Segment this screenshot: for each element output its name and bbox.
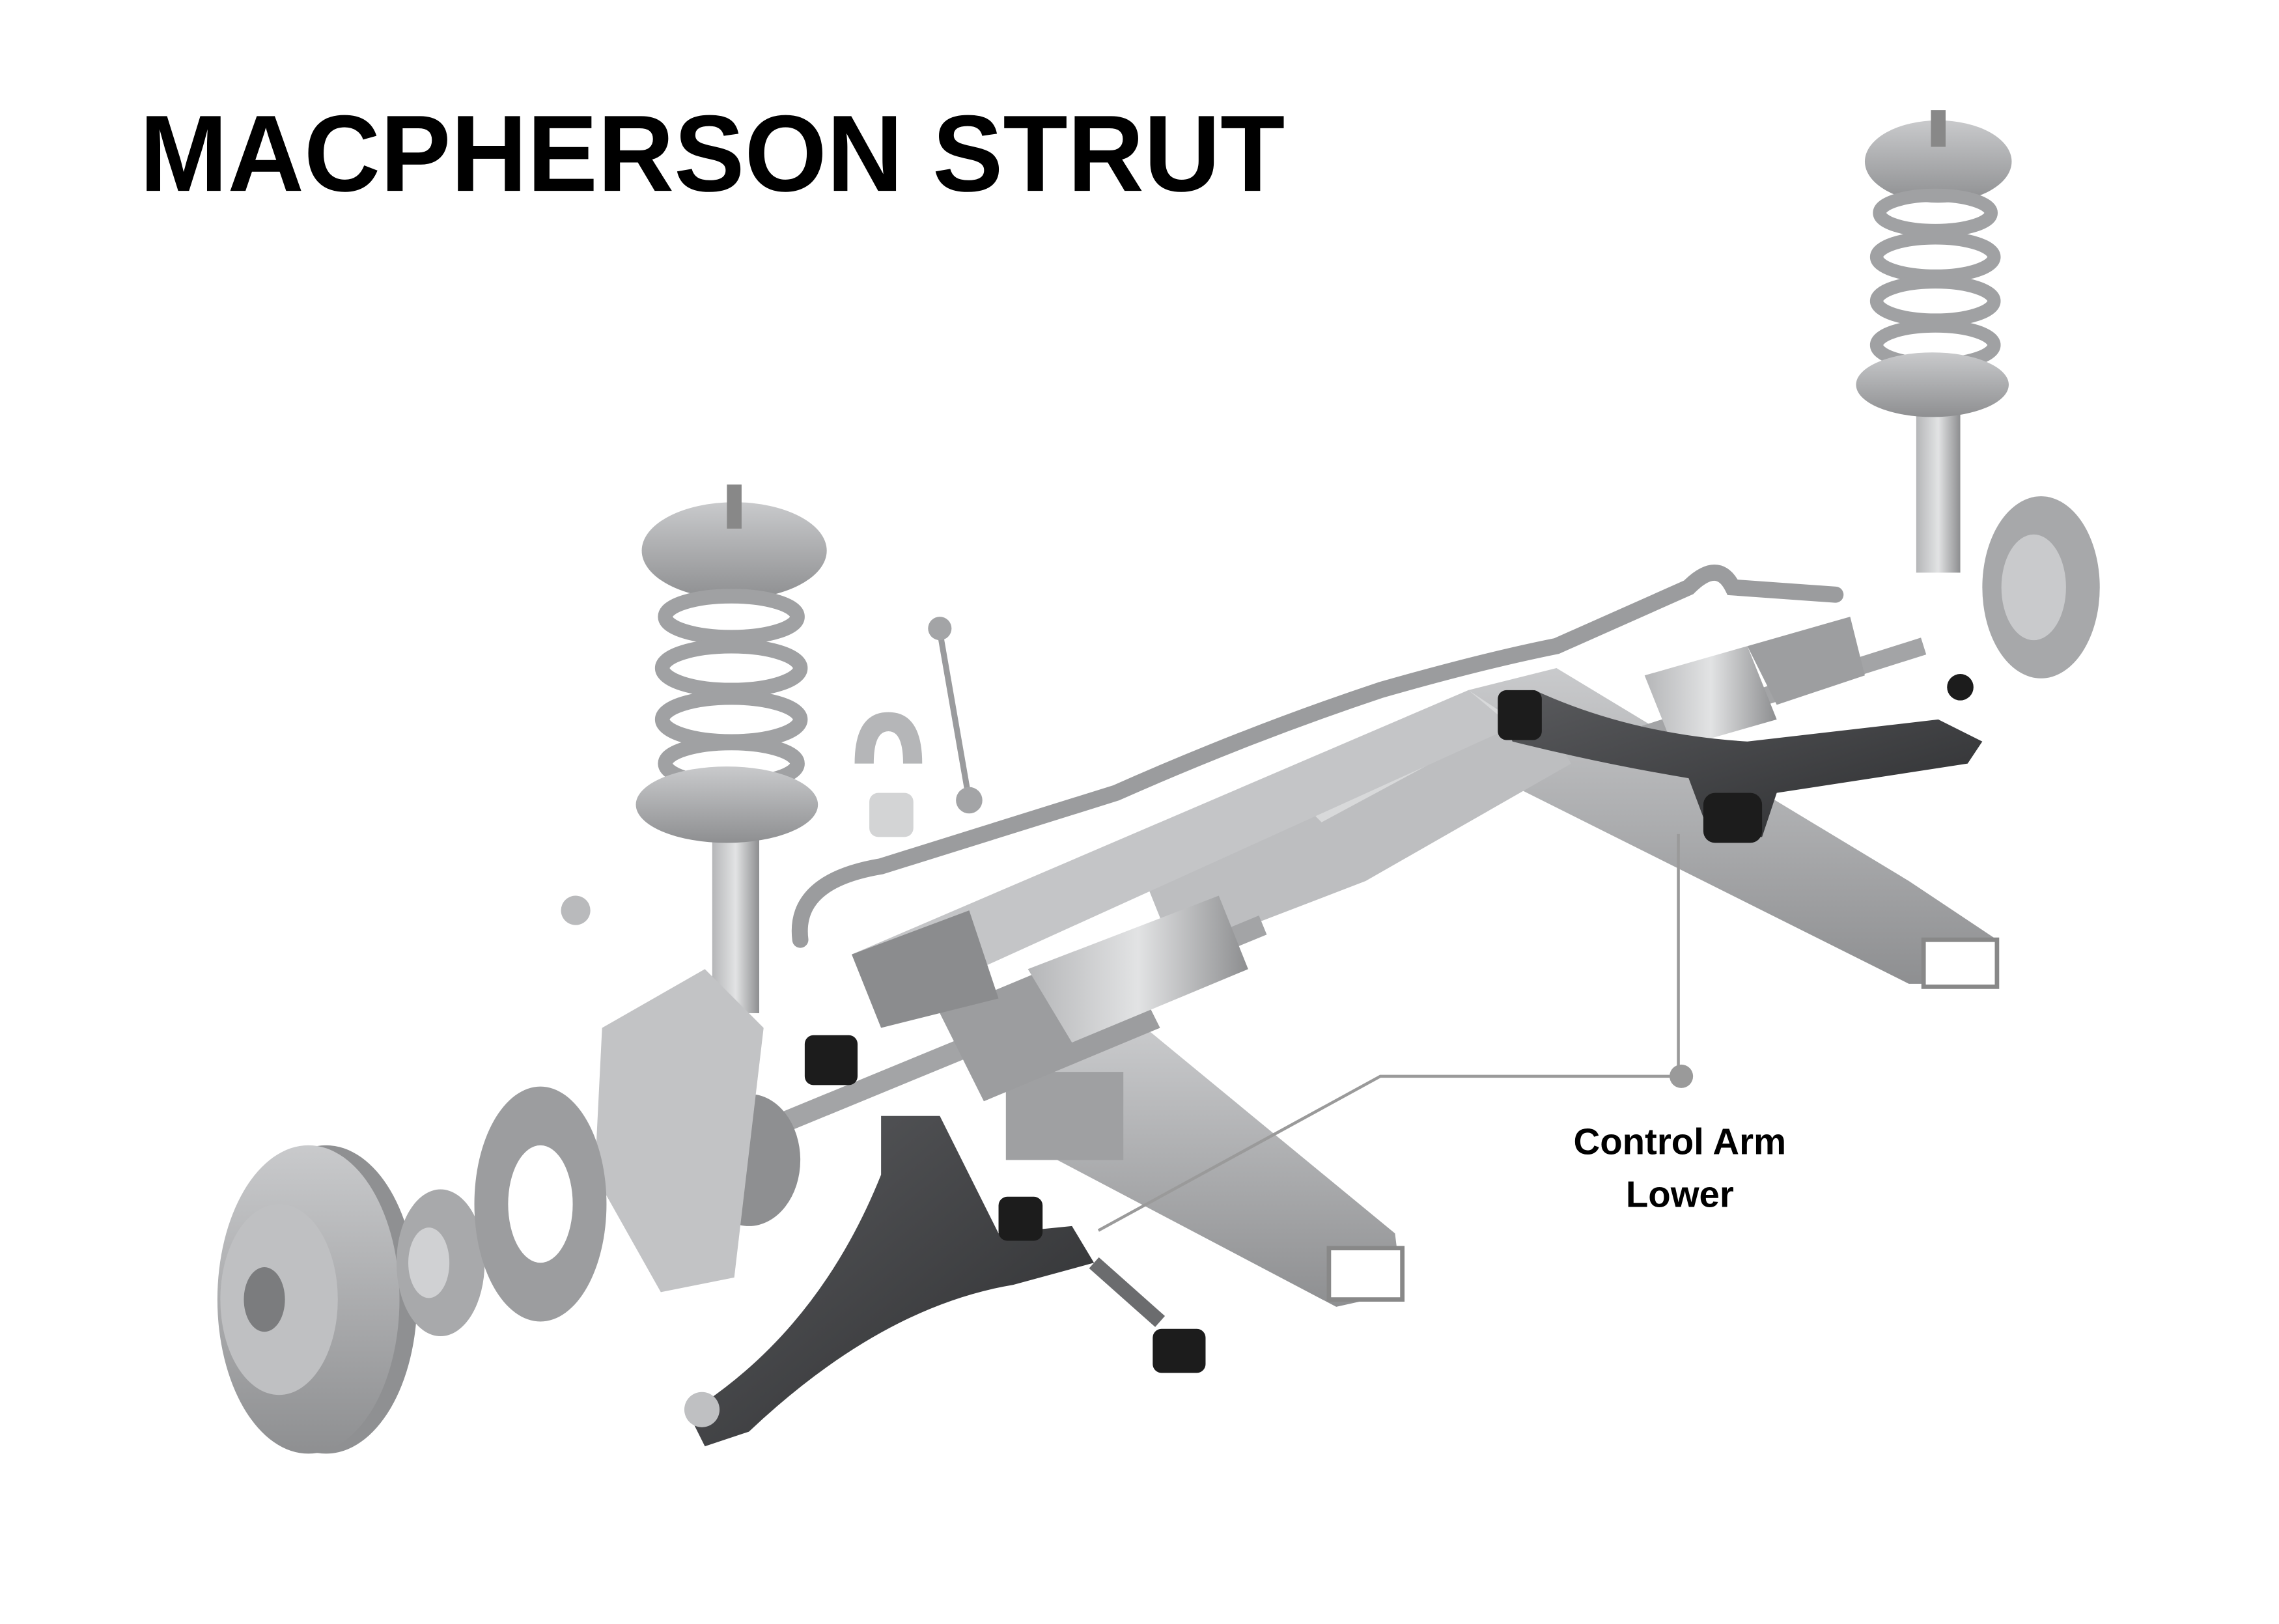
wheel-hub bbox=[396, 1189, 485, 1337]
callout-label-line1: Control Arm bbox=[1574, 1121, 1787, 1162]
brake-rotor bbox=[217, 1145, 417, 1454]
sway-bar-bushing-clamp bbox=[854, 712, 923, 837]
callout-label-line2: Lower bbox=[1626, 1174, 1734, 1215]
strut-assembly-right bbox=[1856, 110, 2100, 679]
lower-control-arm-rear bbox=[1498, 674, 1983, 843]
sway-bar-link bbox=[928, 617, 983, 814]
steering-rack bbox=[852, 690, 1513, 1028]
page-title: MACPHERSON STRUT bbox=[139, 93, 1285, 214]
callout-dot bbox=[1670, 1064, 1694, 1088]
strut-assembly-left bbox=[594, 484, 827, 1293]
stabilizer-bar bbox=[791, 565, 1844, 948]
brake-dust-shield bbox=[474, 1086, 607, 1322]
lower-control-arm-front bbox=[684, 1035, 1206, 1447]
drive-shaft-rear bbox=[1642, 617, 1927, 749]
callout-leader bbox=[1097, 833, 1694, 1232]
nut bbox=[561, 895, 591, 925]
